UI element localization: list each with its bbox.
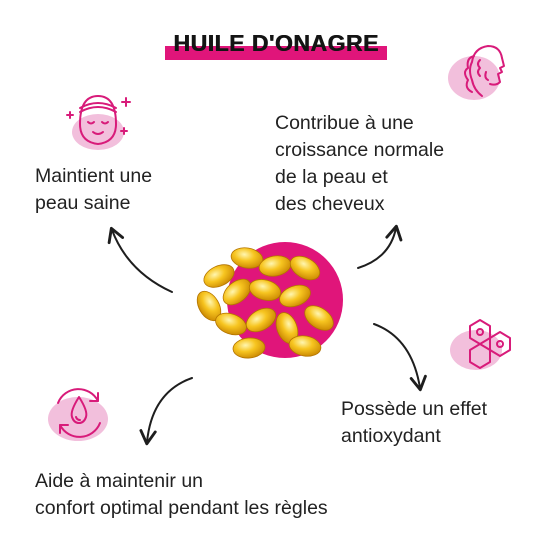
arrow-to-growth bbox=[357, 224, 403, 269]
arrow-to-comfort bbox=[139, 377, 193, 446]
benefit-comfort-line-2: confort optimal pendant les règles bbox=[35, 497, 328, 519]
benefit-antioxidant-line-2: antioxydant bbox=[341, 425, 441, 447]
capsules-image bbox=[187, 240, 347, 370]
benefit-growth-line-2: croissance normale bbox=[275, 139, 445, 161]
cycle-drop-icon bbox=[40, 373, 120, 453]
benefit-antioxidant-line-1: Possède un effet bbox=[341, 398, 488, 420]
benefit-growth-line-3: de la peau et bbox=[275, 166, 388, 188]
arrow-to-skin bbox=[107, 226, 173, 293]
page-title: HUILE D'ONAGRE bbox=[173, 30, 379, 56]
benefit-skin-text: Maintient une peau saine bbox=[35, 163, 152, 217]
benefit-comfort-line-1: Aide à maintenir un bbox=[35, 470, 204, 492]
arrow-to-antioxidant bbox=[373, 323, 427, 392]
title-underline bbox=[165, 46, 387, 60]
benefit-skin-line-1: Maintient une bbox=[35, 165, 153, 187]
title-block: HUILE D'ONAGRE bbox=[165, 28, 387, 62]
benefit-growth-line-1: Contribue à une bbox=[275, 112, 414, 134]
benefit-antioxidant-text: Possède un effet antioxydant bbox=[341, 396, 487, 450]
face-care-icon bbox=[60, 82, 140, 162]
benefit-comfort-text: Aide à maintenir un confort optimal pend… bbox=[35, 468, 328, 522]
benefit-growth-line-4: des cheveux bbox=[275, 193, 385, 215]
benefit-skin-line-2: peau saine bbox=[35, 192, 131, 214]
hair-profile-icon bbox=[438, 38, 524, 114]
molecule-icon bbox=[446, 310, 526, 380]
benefit-growth-text: Contribue à une croissance normale de la… bbox=[275, 110, 444, 218]
